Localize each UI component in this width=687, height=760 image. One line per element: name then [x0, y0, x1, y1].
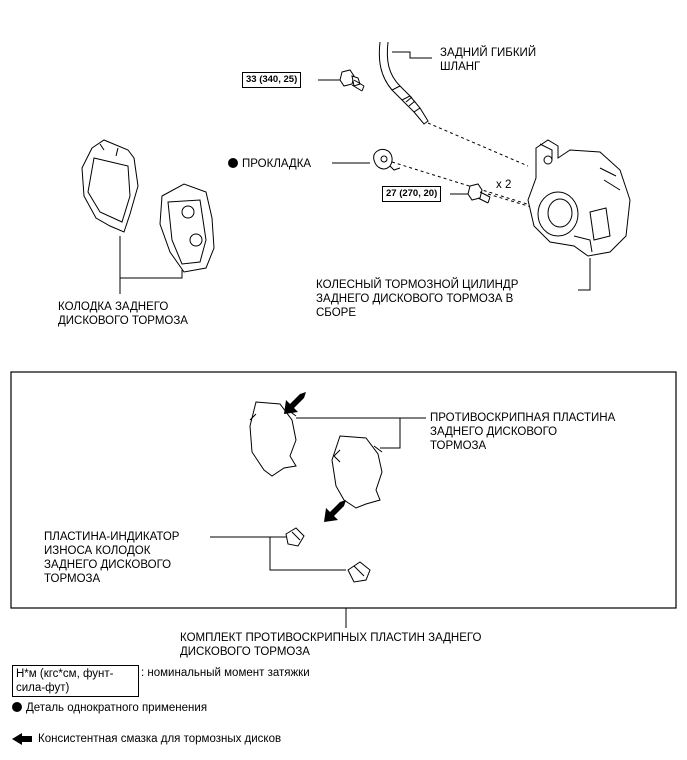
gasket-label: ПРОКЛАДКА: [228, 157, 311, 171]
kit-label: КОМПЛЕКТ ПРОТИВОСКРИПНЫХ ПЛАСТИН ЗАДНЕГО…: [180, 632, 482, 658]
wear-indicator-label: ПЛАСТИНА-ИНДИКАТОР ИЗНОСА КОЛОДОК ЗАДНЕГ…: [44, 531, 180, 585]
gasket-drawing: [373, 149, 401, 171]
wear-indicator-1-drawing: [285, 527, 305, 547]
rear-flexible-hose-drawing: [378, 41, 429, 125]
caliper-label: КОЛЕСНЫЙ ТОРМОЗНОЙ ЦИЛИНДР ЗАДНЕГО ДИСКО…: [316, 279, 519, 319]
bolt-upper-drawing: [339, 69, 365, 92]
caliper-drawing: [527, 139, 631, 257]
legend-grease-arrow-icon: [12, 733, 32, 745]
hose-leader-line: [392, 51, 432, 59]
pad-label: КОЛОДКА ЗАДНЕГО ДИСКОВОГО ТОРМОЗА: [58, 301, 188, 327]
times-two-label: x 2: [496, 179, 512, 191]
legend-grease: Консистентная смазка для тормозных диско…: [38, 733, 282, 745]
pad-leader-line: [119, 236, 183, 279]
torque-lower-box: 27 (270, 20): [382, 186, 442, 202]
brake-pad-left-drawing: [81, 139, 139, 233]
non-reusable-dot-icon: [228, 158, 238, 168]
legend-torque-unit-box: Н*м (кгс*см, фунт- сила-фут): [12, 665, 139, 697]
shim-label: ПРОТИВОСКРИПНАЯ ПЛАСТИНА ЗАДНЕГО ДИСКОВО…: [430, 412, 616, 452]
indicator-leader-line: [210, 536, 346, 571]
legend-non-reusable: Деталь однократного применения: [12, 701, 207, 715]
legend-non-reusable-dot-icon: [12, 702, 22, 712]
legend-torque-desc: : номинальный момент затяжки: [141, 667, 310, 679]
caliper-leader-line: [578, 258, 591, 291]
bolt-lower-drawing: [467, 183, 491, 204]
grease-arrows: [284, 392, 346, 522]
hose-label: ЗАДНИЙ ГИБКИЙ ШЛАНГ: [440, 47, 537, 73]
torque-upper-box: 33 (340, 25): [242, 72, 302, 88]
wear-indicator-2-drawing: [347, 561, 371, 583]
brake-pad-right-drawing: [159, 183, 215, 273]
shim-leader-line: [296, 417, 401, 449]
anti-squeal-shim-lower-drawing: [331, 435, 383, 509]
kit-box: [10, 371, 677, 609]
